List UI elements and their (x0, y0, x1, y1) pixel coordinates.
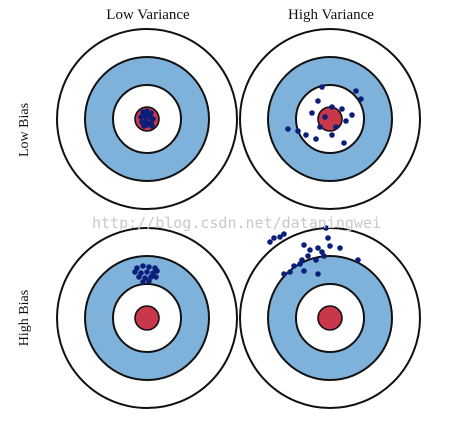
sample-dot (341, 140, 347, 146)
watermark-text: http://blog.csdn.net/dataningwei (92, 214, 381, 232)
dot-cluster (132, 263, 160, 285)
sample-dot (153, 274, 159, 280)
sample-dot (291, 263, 297, 269)
target-bullseye (317, 305, 343, 331)
sample-dot (358, 96, 364, 102)
sample-dot (301, 242, 307, 248)
column-label-low-variance: Low Variance (106, 7, 190, 23)
sample-dot (287, 269, 293, 275)
sample-dot (325, 235, 331, 241)
sample-dot (329, 104, 335, 110)
sample-dot (146, 264, 152, 270)
sample-dot (305, 253, 311, 259)
sample-dot (337, 245, 343, 251)
sample-dot (297, 261, 303, 267)
sample-dot (136, 274, 142, 280)
sample-dot (315, 98, 321, 104)
target-high-bias-low-variance (56, 227, 238, 409)
sample-dot (267, 239, 273, 245)
sample-dot (319, 84, 325, 90)
sample-dot (141, 123, 147, 129)
sample-dot (146, 278, 152, 284)
sample-dot (317, 124, 323, 130)
sample-dot (355, 257, 361, 263)
sample-dot (303, 132, 309, 138)
sample-dot (309, 110, 315, 116)
sample-dot (313, 257, 319, 263)
sample-dot (327, 243, 333, 249)
sample-dot (144, 269, 150, 275)
sample-dot (323, 225, 329, 231)
sample-dot (315, 245, 321, 251)
sample-dot (132, 269, 138, 275)
sample-dot (146, 112, 152, 118)
row-label-low-bias: Low Bias (17, 103, 32, 157)
sample-dot (349, 112, 355, 118)
sample-dot (339, 106, 345, 112)
sample-dot (281, 231, 287, 237)
row-label-high-bias: High Bias (17, 290, 32, 346)
sample-dot (140, 263, 146, 269)
sample-dot (353, 88, 359, 94)
sample-dot (140, 279, 146, 285)
sample-dot (295, 128, 301, 134)
sample-dot (271, 235, 277, 241)
sample-dot (277, 234, 283, 240)
column-label-high-variance: High Variance (288, 7, 374, 23)
sample-dot (343, 118, 349, 124)
target-high-bias-high-variance (239, 225, 421, 409)
target-low-bias-low-variance (56, 28, 238, 210)
sample-dot (281, 271, 287, 277)
sample-dot (307, 247, 313, 253)
target-bullseye (134, 305, 160, 331)
sample-dot (322, 114, 328, 120)
sample-dot (301, 268, 307, 274)
sample-dot (149, 123, 155, 129)
sample-dot (321, 253, 327, 259)
dot-cluster (138, 108, 156, 129)
sample-dot (313, 136, 319, 142)
sample-dot (333, 124, 339, 130)
target-low-bias-high-variance (239, 28, 421, 210)
sample-dot (315, 271, 321, 277)
dot-cluster (267, 225, 361, 277)
sample-dot (285, 126, 291, 132)
sample-dot (329, 132, 335, 138)
sample-dot (154, 268, 160, 274)
dot-cluster (285, 84, 364, 146)
